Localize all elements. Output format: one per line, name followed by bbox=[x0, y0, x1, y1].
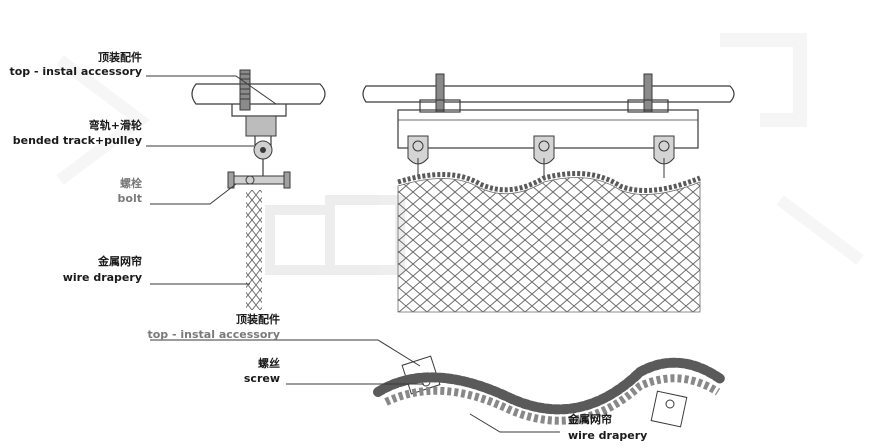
callout-wire-drapery-2-en: wire drapery bbox=[568, 429, 648, 442]
side-pulley bbox=[253, 136, 273, 176]
callout-wire-drapery-en: wire drapery bbox=[62, 271, 142, 284]
callout-screw-en: screw bbox=[243, 372, 280, 385]
front-mesh bbox=[397, 177, 701, 313]
callout-wire-drapery-2-zh: 金属网帘 bbox=[568, 413, 612, 426]
side-top-rod bbox=[191, 83, 326, 105]
callout-top-accessory-zh: 顶装配件 bbox=[98, 51, 142, 64]
front-view bbox=[362, 73, 735, 313]
callout-top-accessory-en: top - instal accessory bbox=[9, 65, 142, 78]
plan-view bbox=[373, 355, 727, 428]
leader-lines bbox=[146, 75, 560, 433]
side-mesh-strip bbox=[246, 190, 262, 310]
callout-top-accessory-2-en: top - instal accessory bbox=[147, 328, 280, 341]
leader-wire-drapery-2 bbox=[469, 413, 560, 433]
callout-wire-drapery-zh: 金属网帘 bbox=[98, 255, 142, 268]
callout-top-accessory-2-zh: 顶装配件 bbox=[236, 313, 280, 326]
callout-bolt-en: bolt bbox=[117, 192, 142, 205]
callout-bended-track-zh: 弯轨+滑轮 bbox=[88, 119, 142, 132]
plan-curtain-outer bbox=[373, 357, 727, 415]
side-track bbox=[245, 115, 277, 137]
leader-top-accessory bbox=[146, 75, 277, 105]
leader-top-accessory-2 bbox=[150, 339, 421, 367]
watermark bbox=[56, 33, 864, 275]
callout-screw-zh: 螺丝 bbox=[258, 357, 280, 370]
front-pulleys bbox=[407, 135, 675, 178]
front-top-rod bbox=[362, 85, 735, 103]
side-bolt-bar bbox=[227, 171, 291, 189]
side-threaded-bolt bbox=[239, 69, 251, 111]
callout-bended-track-en: bended track+pulley bbox=[12, 134, 142, 147]
front-top-chain bbox=[397, 171, 701, 193]
side-view bbox=[191, 69, 326, 310]
leader-bolt bbox=[150, 183, 237, 205]
plan-curtain-inner bbox=[384, 374, 721, 425]
callout-bolt-zh: 螺栓 bbox=[120, 177, 142, 190]
